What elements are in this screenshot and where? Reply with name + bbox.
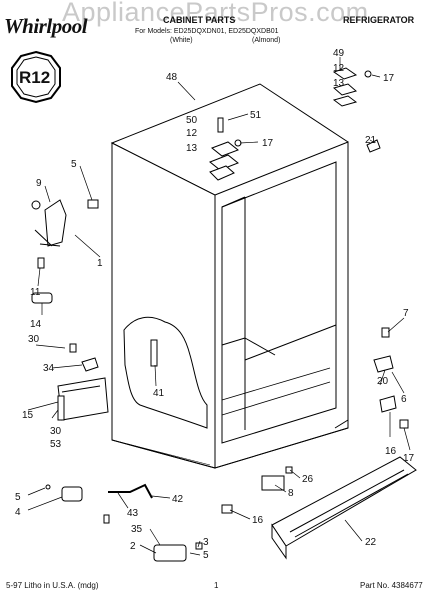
callout: 34 bbox=[43, 363, 55, 374]
drain-pan bbox=[57, 377, 109, 421]
callout: 43 bbox=[127, 508, 139, 519]
callout: 48 bbox=[166, 72, 178, 83]
callout: 13 bbox=[333, 78, 345, 89]
callout: 17 bbox=[383, 73, 395, 84]
callout: 21 bbox=[365, 135, 377, 146]
toe-grille bbox=[271, 456, 417, 560]
r12-badge-text: R12 bbox=[19, 68, 50, 87]
screw-30-34 bbox=[69, 343, 99, 372]
page-title: CABINET PARTS bbox=[163, 15, 236, 25]
callout: 49 bbox=[333, 48, 345, 59]
r12-badge: R12 bbox=[11, 50, 61, 104]
callout: 13 bbox=[186, 143, 198, 154]
callout: 12 bbox=[333, 63, 345, 74]
screw-11 bbox=[37, 257, 45, 269]
cabinet-side-cutout bbox=[123, 316, 208, 429]
color-almond: (Almond) bbox=[252, 37, 281, 44]
callout: 17 bbox=[262, 138, 274, 149]
callout: 16 bbox=[252, 515, 264, 526]
callout: 20 bbox=[377, 376, 389, 387]
cabinet-shell bbox=[110, 83, 349, 469]
color-white: (White) bbox=[170, 37, 193, 44]
screw-30-53 bbox=[57, 395, 65, 421]
callout: 26 bbox=[302, 474, 314, 485]
callout: 51 bbox=[250, 110, 262, 121]
callout: 2 bbox=[130, 541, 136, 552]
callout: 3 bbox=[203, 537, 209, 548]
callout: 8 bbox=[288, 488, 294, 499]
callout: 17 bbox=[403, 453, 415, 464]
callout: 5 bbox=[203, 550, 209, 561]
top-hinge-right bbox=[332, 67, 381, 153]
lower-parts bbox=[45, 466, 293, 562]
watermark: AppliancePartsPros.com bbox=[62, 0, 369, 27]
callout: 5 bbox=[71, 159, 77, 170]
callout: 15 bbox=[22, 410, 34, 421]
callout: 6 bbox=[401, 394, 407, 405]
leader-lines bbox=[27, 57, 411, 556]
callout: 41 bbox=[153, 388, 165, 399]
callout: 22 bbox=[365, 537, 377, 548]
callout: 53 bbox=[50, 439, 62, 450]
callout: 16 bbox=[385, 446, 397, 457]
callout: 50 bbox=[186, 115, 198, 126]
callout-labels: 48 49 12 13 17 51 50 12 13 17 21 5 9 1 1… bbox=[15, 48, 415, 561]
callout: 30 bbox=[50, 426, 62, 437]
callout: 14 bbox=[30, 319, 42, 330]
callout: 11 bbox=[30, 287, 41, 298]
callout: 42 bbox=[172, 494, 184, 505]
callout: 12 bbox=[186, 128, 198, 139]
cutout-fitting bbox=[150, 339, 158, 367]
models-line: For Models: ED25DQXDN01, ED25DQXDB01 bbox=[135, 28, 279, 35]
top-hinge-center bbox=[209, 117, 242, 181]
footer-litho: 5-97 Litho in U.S.A. (mdg) bbox=[6, 581, 99, 590]
category-label: REFRIGERATOR bbox=[343, 15, 415, 25]
callout: 4 bbox=[15, 507, 21, 518]
callout: 35 bbox=[131, 524, 143, 535]
callout: 9 bbox=[36, 178, 42, 189]
lower-hinge-right bbox=[373, 327, 409, 429]
callout: 7 bbox=[403, 308, 409, 319]
callout: 30 bbox=[28, 334, 40, 345]
footer-page-number: 1 bbox=[214, 581, 219, 590]
callout: 1 bbox=[97, 258, 103, 269]
footer-part-number: Part No. 4384677 bbox=[360, 581, 423, 590]
callout: 5 bbox=[15, 492, 21, 503]
brand-logo: Whirlpool bbox=[4, 14, 88, 38]
control-bracket bbox=[31, 199, 99, 247]
